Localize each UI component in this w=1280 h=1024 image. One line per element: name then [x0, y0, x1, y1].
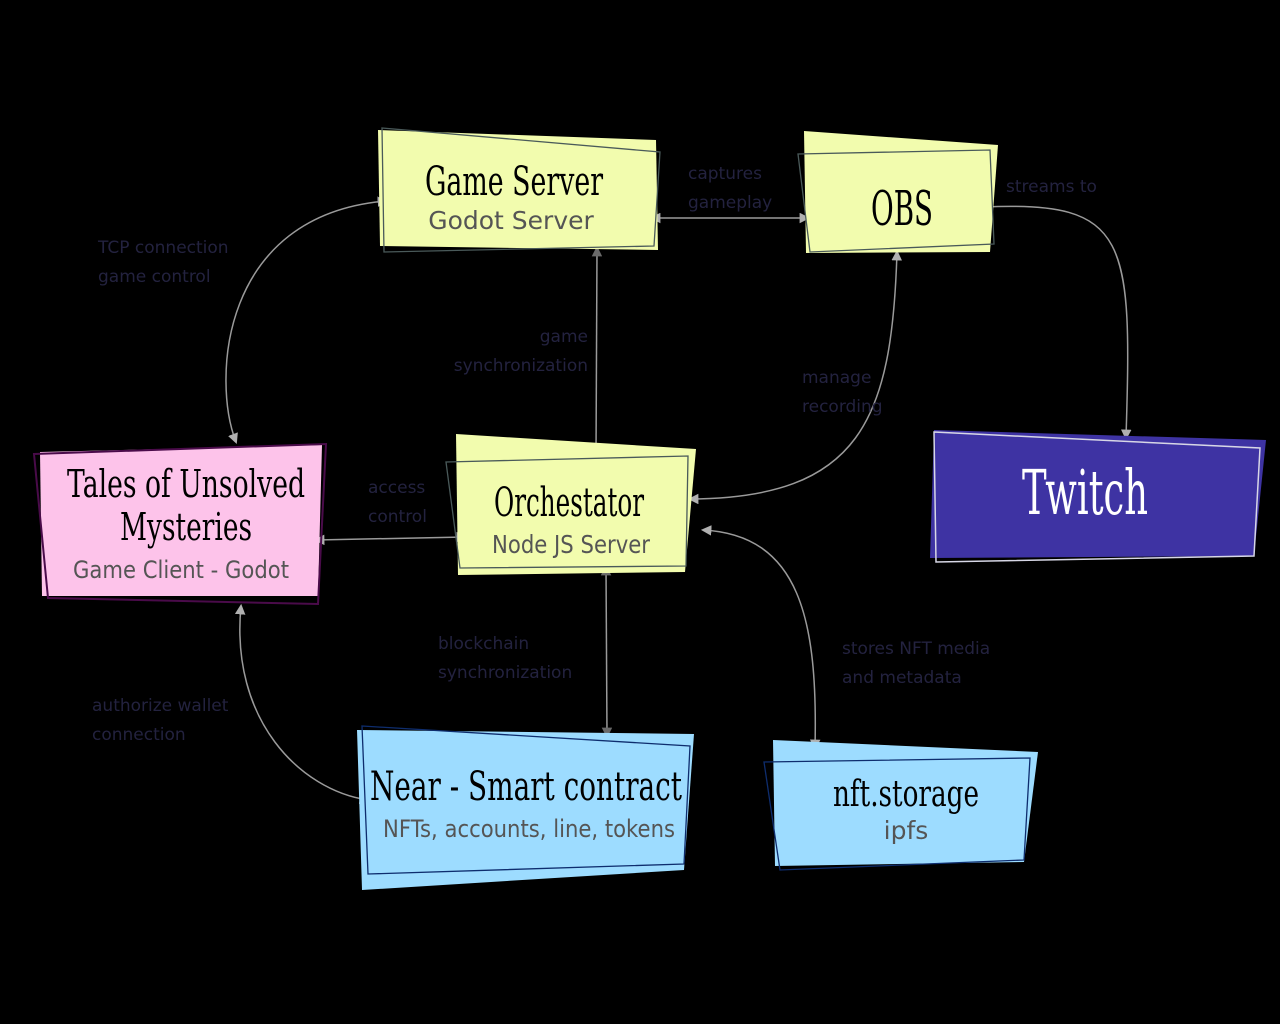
node-game-server-outline: [381, 127, 661, 253]
label-streams-to: streams to: [1006, 177, 1097, 197]
node-game-server[interactable]: Game Server Godot Server: [378, 127, 661, 253]
edge-stores-nft-media: [700, 525, 821, 751]
node-orchestrator[interactable]: Orchestator Node JS Server: [445, 434, 696, 575]
node-nft-storage-outline: [763, 757, 1031, 871]
node-nft-storage-box: [773, 740, 1038, 866]
node-nft-storage-subtitle: ipfs: [884, 816, 929, 845]
node-near-subtitle: NFTs, accounts, line, tokens: [383, 815, 675, 843]
node-game-client-title-line1: Tales of Unsolved: [67, 462, 305, 506]
node-near-title: Near - Smart contract: [370, 764, 682, 810]
edge-manage-recording: [687, 249, 902, 505]
node-game-client-box: [40, 445, 322, 596]
node-near-box: [357, 730, 694, 890]
node-twitch-title: Twitch: [1022, 456, 1148, 529]
node-orchestrator-box: [456, 434, 696, 575]
node-orchestrator-title: Orchestator: [494, 480, 645, 526]
edge-blockchain-synchronization: [600, 564, 613, 739]
node-game-server-box: [378, 130, 658, 250]
node-twitch[interactable]: Twitch: [930, 430, 1266, 563]
node-game-client-outline: [32, 442, 328, 606]
node-orchestrator-subtitle: Node JS Server: [492, 530, 651, 559]
node-obs-outline: [797, 149, 995, 253]
node-obs-title: OBS: [871, 181, 933, 237]
node-game-server-subtitle: Godot Server: [428, 206, 594, 235]
node-game-client[interactable]: Tales of Unsolved Mysteries Game Client …: [32, 442, 328, 606]
node-game-client-title-line2: Mysteries: [120, 505, 252, 549]
edges: [225, 196, 1132, 804]
node-nft-storage[interactable]: nft.storage ipfs: [763, 740, 1038, 871]
node-obs[interactable]: OBS: [797, 131, 998, 253]
node-twitch-outline: [933, 431, 1261, 563]
node-obs-box: [804, 131, 998, 253]
node-orchestrator-outline: [445, 455, 689, 569]
node-near-smart-contract[interactable]: Near - Smart contract NFTs, accounts, li…: [357, 725, 694, 890]
edge-streams-to: [981, 201, 1132, 441]
node-game-server-title: Game Server: [425, 159, 604, 205]
edge-access-control: [313, 531, 468, 546]
node-nft-storage-title: nft.storage: [833, 774, 979, 815]
node-twitch-box: [930, 430, 1266, 558]
edge-game-synchronization: [590, 245, 603, 459]
edge-tcp-connection: [225, 196, 389, 444]
node-near-outline: [361, 725, 691, 875]
edge-authorize-wallet: [234, 603, 371, 804]
node-game-client-subtitle: Game Client - Godot: [73, 556, 289, 584]
